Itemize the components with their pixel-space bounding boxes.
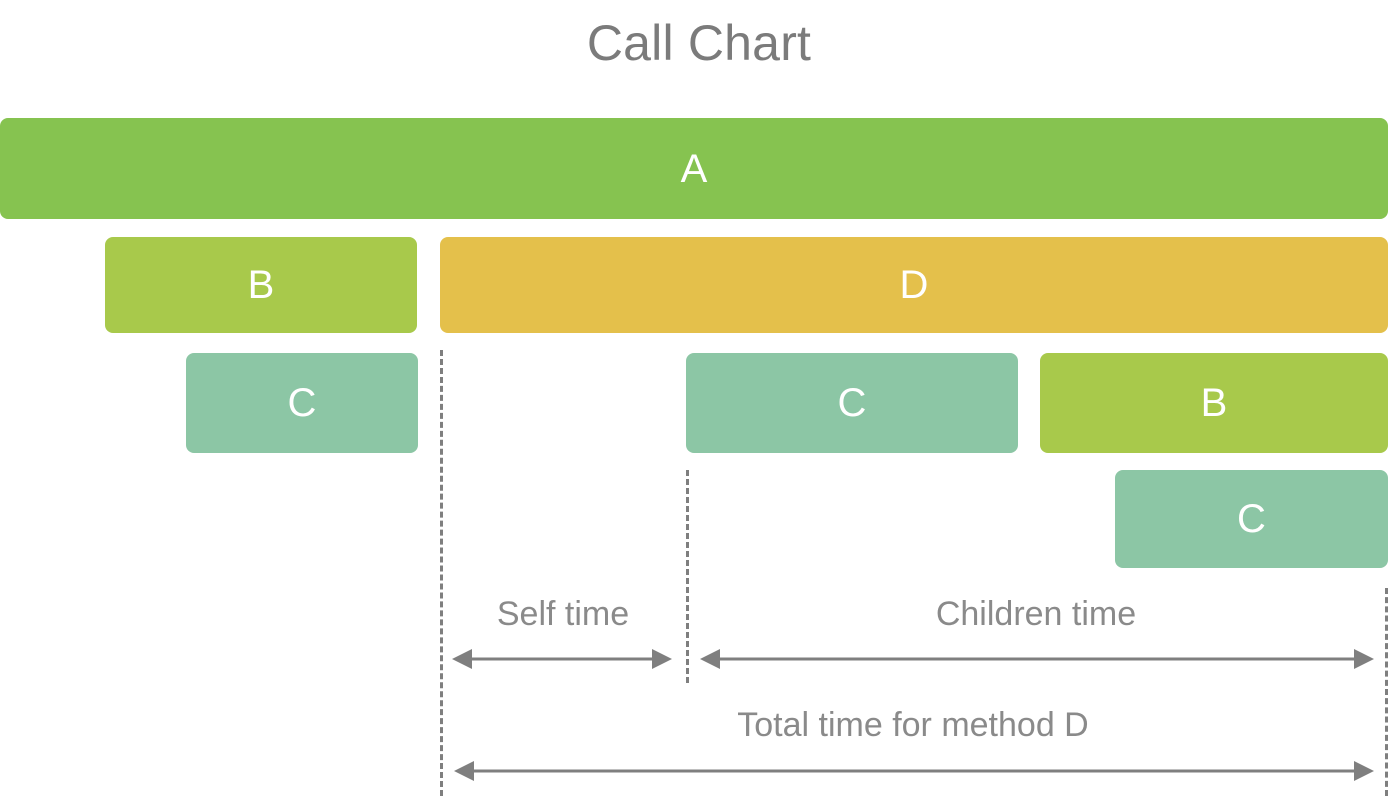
guide-line-self-time-end (686, 470, 689, 683)
self-time-arrow (452, 644, 672, 674)
call-bar-b-right[interactable]: B (1040, 353, 1388, 453)
call-bar-c-left[interactable]: C (186, 353, 418, 453)
call-bar-label: C (837, 381, 867, 425)
call-bar-a[interactable]: A (0, 118, 1388, 219)
self-time-label: Self time (496, 595, 630, 633)
children-time-arrow (700, 644, 1374, 674)
call-bar-label: B (1200, 381, 1228, 425)
total-time-label: Total time for method D (737, 706, 1089, 744)
call-bar-label: C (1237, 497, 1266, 541)
call-bar-d[interactable]: D (440, 237, 1388, 333)
page-title: Call Chart (586, 15, 812, 71)
children-time-label: Children time (935, 595, 1137, 633)
call-bar-c-deep[interactable]: C (1115, 470, 1388, 568)
call-bar-c-middle[interactable]: C (686, 353, 1018, 453)
call-bar-label: B (247, 263, 275, 307)
call-bar-label: D (899, 263, 929, 307)
total-time-arrow (454, 756, 1374, 786)
call-bar-label: A (680, 146, 708, 191)
call-bar-label: C (287, 381, 317, 425)
guide-line-total-time-end (1385, 588, 1388, 796)
call-bar-b-left[interactable]: B (105, 237, 417, 333)
guide-line-self-time-start (440, 350, 443, 796)
